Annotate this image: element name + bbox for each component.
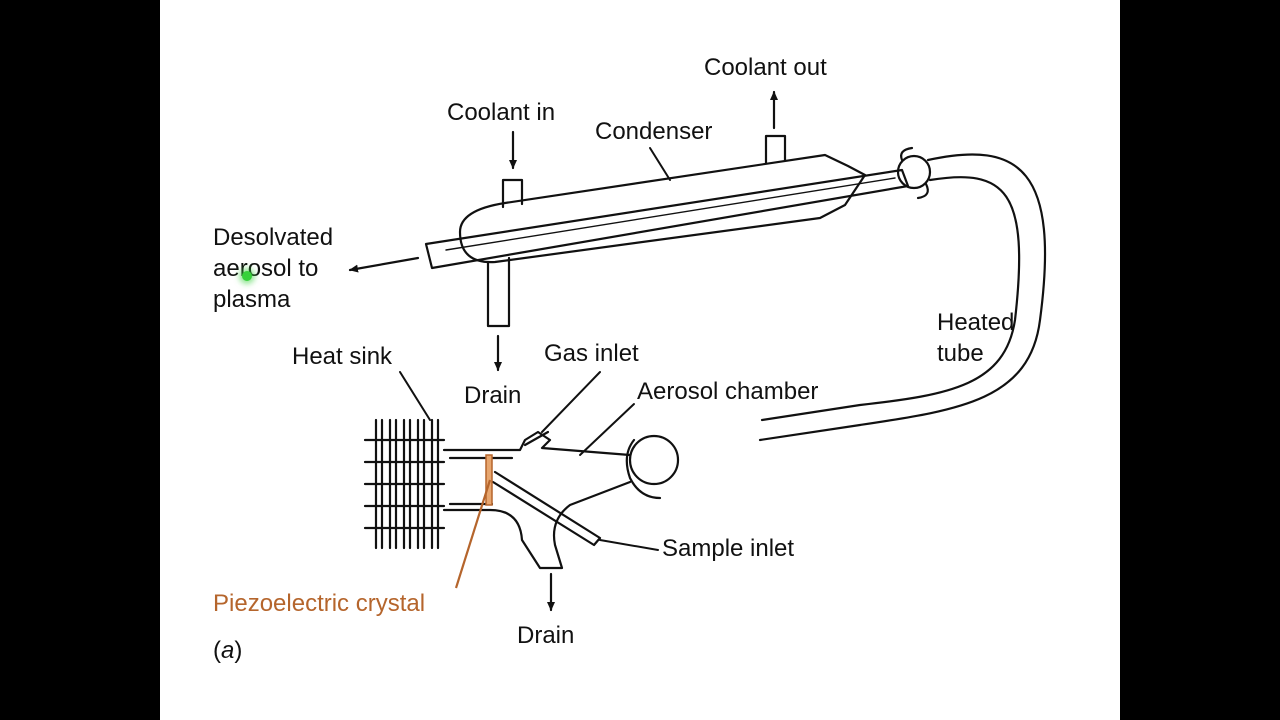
aerosol-chamber xyxy=(442,430,632,570)
aerosol-chamber-leader xyxy=(579,403,635,456)
label-drain-bottom: Drain xyxy=(517,622,575,649)
label-piezoelectric-crystal: Piezoelectric crystal xyxy=(213,590,426,617)
piezo-leader xyxy=(454,479,492,589)
nebulizer-diagram xyxy=(348,90,1047,612)
label-desolvated-line1: Desolvated xyxy=(213,224,334,251)
label-drain-top: Drain xyxy=(464,382,522,409)
sample-inlet-leader xyxy=(599,539,659,551)
label-coolant-out: Coolant out xyxy=(704,54,827,81)
label-coolant-in: Coolant in xyxy=(447,99,556,126)
condenser-drain-pipe xyxy=(486,256,511,328)
figure-label-open: ( xyxy=(213,637,221,664)
heat-sink-leader xyxy=(399,371,431,421)
label-heated-line1: Heated xyxy=(937,309,1015,336)
figure-label-close: ) xyxy=(234,637,243,664)
label-desolvated-line2: aerosol to xyxy=(213,255,319,282)
joint-ball-top xyxy=(896,154,932,190)
label-condenser: Condenser xyxy=(595,118,713,145)
condenser-jacket xyxy=(458,153,867,264)
gas-inlet-leader xyxy=(541,371,601,433)
condenser-inner-tube xyxy=(424,168,910,270)
figure-label-letter: a xyxy=(221,637,235,664)
label-desolvated-line3: plasma xyxy=(213,286,291,313)
figure-label: (a) xyxy=(213,637,242,665)
heated-tube xyxy=(758,153,1047,442)
joint-ball-bottom xyxy=(628,434,680,486)
condenser-leader xyxy=(649,147,671,181)
desolvated-arrow xyxy=(348,256,420,273)
coolant-in-port xyxy=(501,178,524,209)
pointer-cursor-dot xyxy=(242,271,252,281)
coolant-out-port xyxy=(764,134,787,165)
label-sample-inlet: Sample inlet xyxy=(662,535,795,562)
diagram-canvas: Coolant out Coolant in Condenser Desolva… xyxy=(160,0,1120,720)
label-heated-line2: tube xyxy=(937,340,984,367)
heat-sink xyxy=(363,418,446,550)
label-aerosol-chamber: Aerosol chamber xyxy=(637,378,819,405)
label-heat-sink: Heat sink xyxy=(292,343,393,370)
sample-inlet-tube xyxy=(491,470,602,547)
label-gas-inlet: Gas inlet xyxy=(544,340,639,367)
gas-inlet-nozzle xyxy=(523,430,550,447)
